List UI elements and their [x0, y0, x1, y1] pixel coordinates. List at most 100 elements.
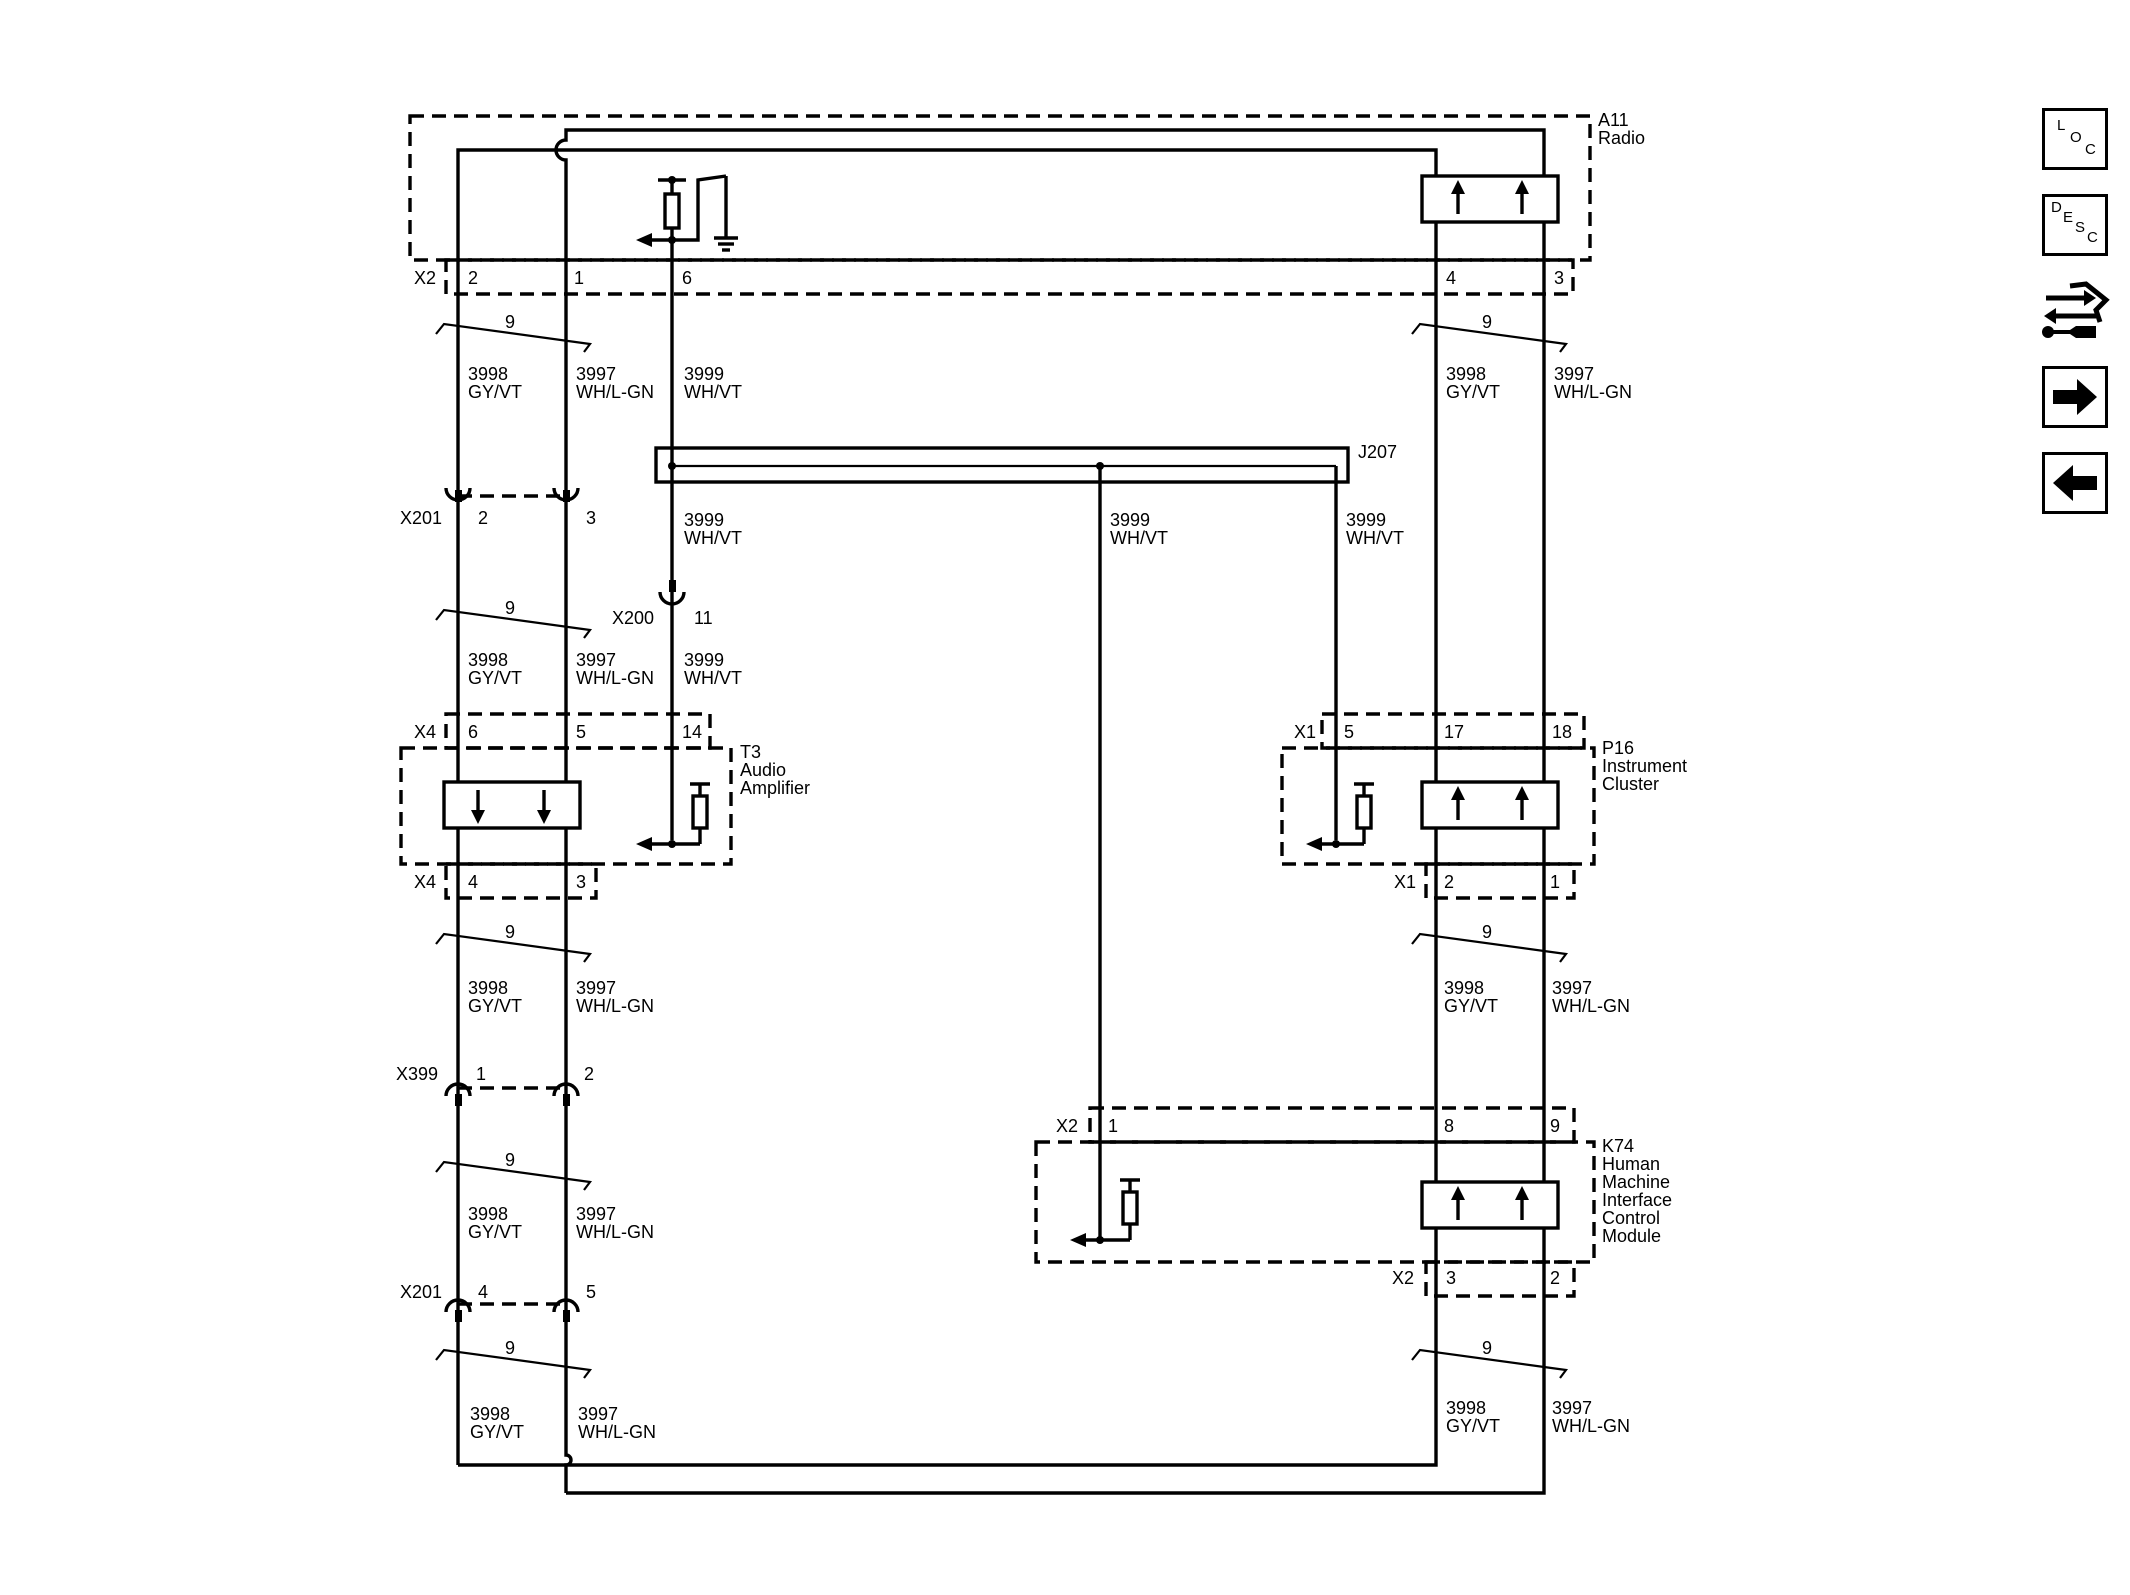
pin-number: 3: [586, 508, 596, 528]
loc-letter: L: [2057, 117, 2066, 134]
wire-circuit: 3999: [684, 510, 724, 530]
connector-id: X201: [400, 508, 442, 528]
pin-number: 2: [584, 1064, 594, 1084]
wire-3997-left: [554, 128, 1546, 1495]
cluster-transceiver: [1420, 780, 1560, 830]
wire-circuit: 3999: [684, 364, 724, 384]
connector-id: X201: [400, 1282, 442, 1302]
connector-id: X399: [396, 1064, 438, 1084]
hmi-box: [1034, 1140, 1596, 1264]
tools-swap-icon[interactable]: [2036, 280, 2112, 346]
radio-ref: A11: [1598, 110, 1629, 130]
wire-color: WH/L-GN: [578, 1422, 656, 1442]
arrow-left-icon: [2053, 465, 2097, 501]
amp-name-line: Amplifier: [740, 778, 810, 798]
wire-color: WH/VT: [684, 528, 742, 548]
wire-circuit: 3998: [468, 650, 508, 670]
wire-circuit: 3999: [1110, 510, 1150, 530]
twist-count: 9: [505, 922, 515, 942]
wire-color: WH/VT: [1110, 528, 1168, 548]
wire-color: WH/L-GN: [576, 996, 654, 1016]
cluster-connector-x1-bottom-box: [1424, 862, 1576, 900]
wire-circuit: 3999: [684, 650, 724, 670]
next-page-button[interactable]: [2042, 366, 2108, 428]
wire-circuit: 3998: [468, 364, 508, 384]
wire-circuit: 3998: [468, 978, 508, 998]
wire-color: GY/VT: [468, 996, 522, 1016]
wire-circuit: 3997: [1552, 1398, 1592, 1418]
pin-number: 2: [478, 508, 488, 528]
pin-number: 4: [1446, 268, 1456, 288]
desc-letter: C: [2087, 229, 2098, 246]
pin-number: 2: [1444, 872, 1454, 892]
wire-color: WH/L-GN: [1552, 996, 1630, 1016]
connector-id: X2: [1056, 1116, 1078, 1136]
pin-number: 4: [468, 872, 478, 892]
cluster-name-line: Cluster: [1602, 774, 1659, 794]
wire-circuit: 3999: [1346, 510, 1386, 530]
radio-name: Radio: [1598, 128, 1645, 148]
pin-number: 1: [574, 268, 584, 288]
pin-number: 9: [1550, 1116, 1560, 1136]
pin-number: 1: [1108, 1116, 1118, 1136]
hmi-transceiver: [1420, 1180, 1560, 1230]
wire-circuit: 3997: [1552, 978, 1592, 998]
wire-circuit: 3997: [576, 650, 616, 670]
twist-count: 9: [505, 598, 515, 618]
splice-ref: J207: [1358, 442, 1397, 462]
loc-letter: C: [2085, 141, 2096, 158]
amp-transceiver: [442, 780, 582, 830]
hmi-name-line: Control: [1602, 1208, 1660, 1228]
hmi-name-line: Human: [1602, 1154, 1660, 1174]
twist-count: 9: [505, 312, 515, 332]
hmi-bias-circuit: [1070, 1178, 1140, 1247]
loc-button[interactable]: L O C: [2042, 108, 2108, 170]
wire-circuit: 3998: [468, 1204, 508, 1224]
desc-letter: S: [2075, 219, 2086, 236]
wire-color: GY/VT: [468, 1222, 522, 1242]
pin-number: 5: [1344, 722, 1354, 742]
pin-number: 2: [468, 268, 478, 288]
connector-id: X200: [612, 608, 654, 628]
pin-number: 3: [1554, 268, 1564, 288]
twist-count: 9: [1482, 1338, 1492, 1358]
pin-number: 1: [1550, 872, 1560, 892]
wire-color: GY/VT: [468, 382, 522, 402]
pin-number: 3: [576, 872, 586, 892]
wire-circuit: 3997: [576, 364, 616, 384]
hmi-connector-x2-top-box: [1088, 1106, 1576, 1144]
desc-letter: D: [2051, 199, 2062, 216]
pin-number: 18: [1552, 722, 1572, 742]
wire-color: WH/VT: [684, 382, 742, 402]
twist-count: 9: [505, 1150, 515, 1170]
amp-ref: T3: [740, 742, 761, 762]
hmi-name-line: Module: [1602, 1226, 1661, 1246]
amp-connector-x4-bottom-box: [444, 862, 598, 900]
wire-color: GY/VT: [470, 1422, 524, 1442]
pin-number: 6: [468, 722, 478, 742]
twist-count: 9: [1482, 312, 1492, 332]
loc-letter: O: [2070, 129, 2082, 146]
connector-id: X2: [1392, 1268, 1414, 1288]
wire-circuit: 3998: [1446, 1398, 1486, 1418]
pin-number: 5: [576, 722, 586, 742]
hmi-connector-x2-bottom-box: [1424, 1260, 1576, 1298]
wire-color: GY/VT: [1444, 996, 1498, 1016]
wire-color: GY/VT: [468, 668, 522, 688]
pin-number: 1: [476, 1064, 486, 1084]
pin-number: 5: [586, 1282, 596, 1302]
connector-id: X1: [1294, 722, 1316, 742]
splice-j207: [654, 446, 1350, 484]
wire-circuit: 3998: [1446, 364, 1486, 384]
connector-cups: [444, 487, 686, 1322]
prev-page-button[interactable]: [2042, 452, 2108, 514]
wire-3998-left: [456, 148, 1438, 1467]
pin-number: 11: [694, 608, 713, 628]
cluster-ref: P16: [1602, 738, 1634, 758]
connector-id: X1: [1394, 872, 1416, 892]
desc-letter: E: [2063, 209, 2074, 226]
desc-button[interactable]: D E S C: [2042, 194, 2108, 256]
wire-color: WH/L-GN: [1554, 382, 1632, 402]
wire-color: WH/L-GN: [576, 1222, 654, 1242]
